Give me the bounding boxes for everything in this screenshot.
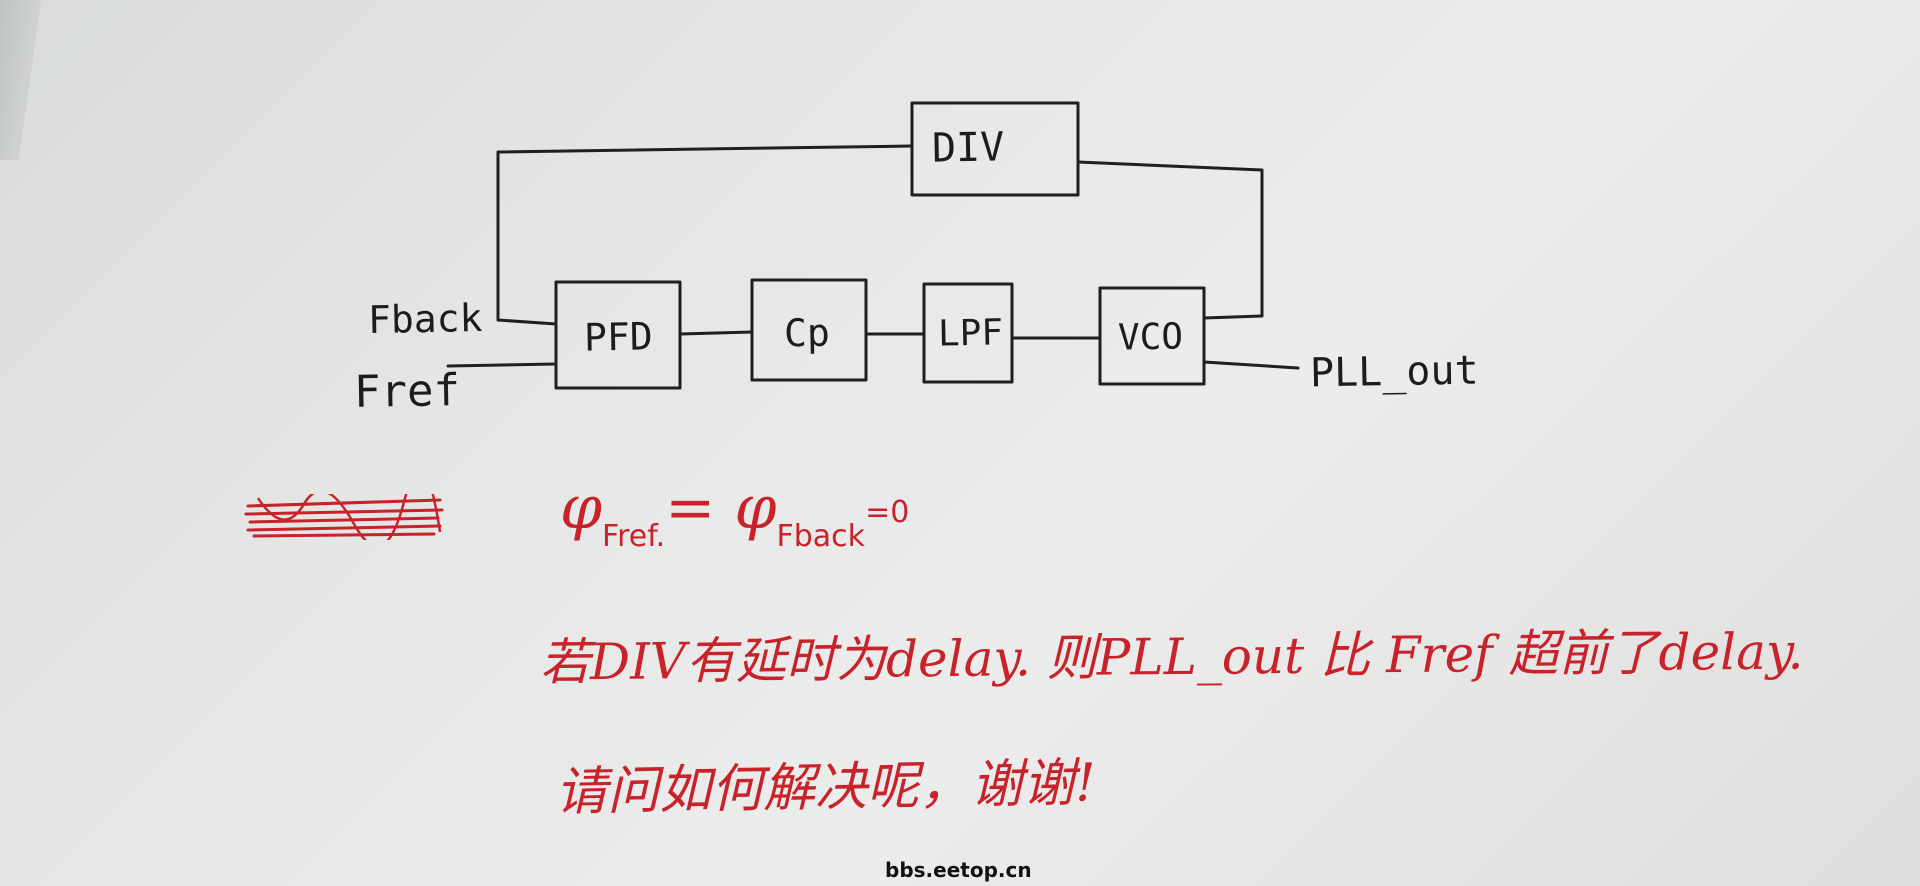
- note-line-question: 请问如何解决呢，谢谢!: [554, 753, 1097, 823]
- fref-wire: [446, 362, 558, 368]
- vco-label: VCO: [1117, 316, 1184, 359]
- fref-label: Fref: [353, 365, 461, 418]
- feedback-wire-vco-div: [1076, 160, 1264, 320]
- vco-block: [1098, 286, 1206, 386]
- note-line-delay: 若DIV有延时为delay. 则PLL_out 比 Fref 超前了delay.: [539, 622, 1804, 692]
- pll-out-label: PLL_out: [1309, 347, 1479, 397]
- feedback-wire-div-pfd: [496, 144, 914, 326]
- crossed-out-scribble: [244, 494, 444, 540]
- equals-phi: = φ: [665, 473, 777, 543]
- cp-label: Cp: [783, 310, 831, 356]
- wire-pfd-cp: [678, 330, 754, 336]
- div-label: DIV: [931, 124, 1005, 172]
- div-block: [910, 101, 1080, 197]
- watermark: bbs.eetop.cn: [885, 858, 1032, 882]
- lpf-label: LPF: [937, 312, 1004, 355]
- pll-out-wire: [1202, 360, 1300, 370]
- pfd-label: PFD: [583, 314, 654, 360]
- phi-symbol-1: φ: [560, 473, 603, 543]
- fref-subscript: Fref.: [602, 519, 666, 554]
- equals-zero: =0: [865, 495, 910, 530]
- fback-label: Fback: [367, 296, 483, 342]
- fback-subscript: Fback: [776, 519, 866, 554]
- cp-block: [750, 278, 868, 382]
- phase-equation: φFref.= φFback=0: [560, 478, 909, 552]
